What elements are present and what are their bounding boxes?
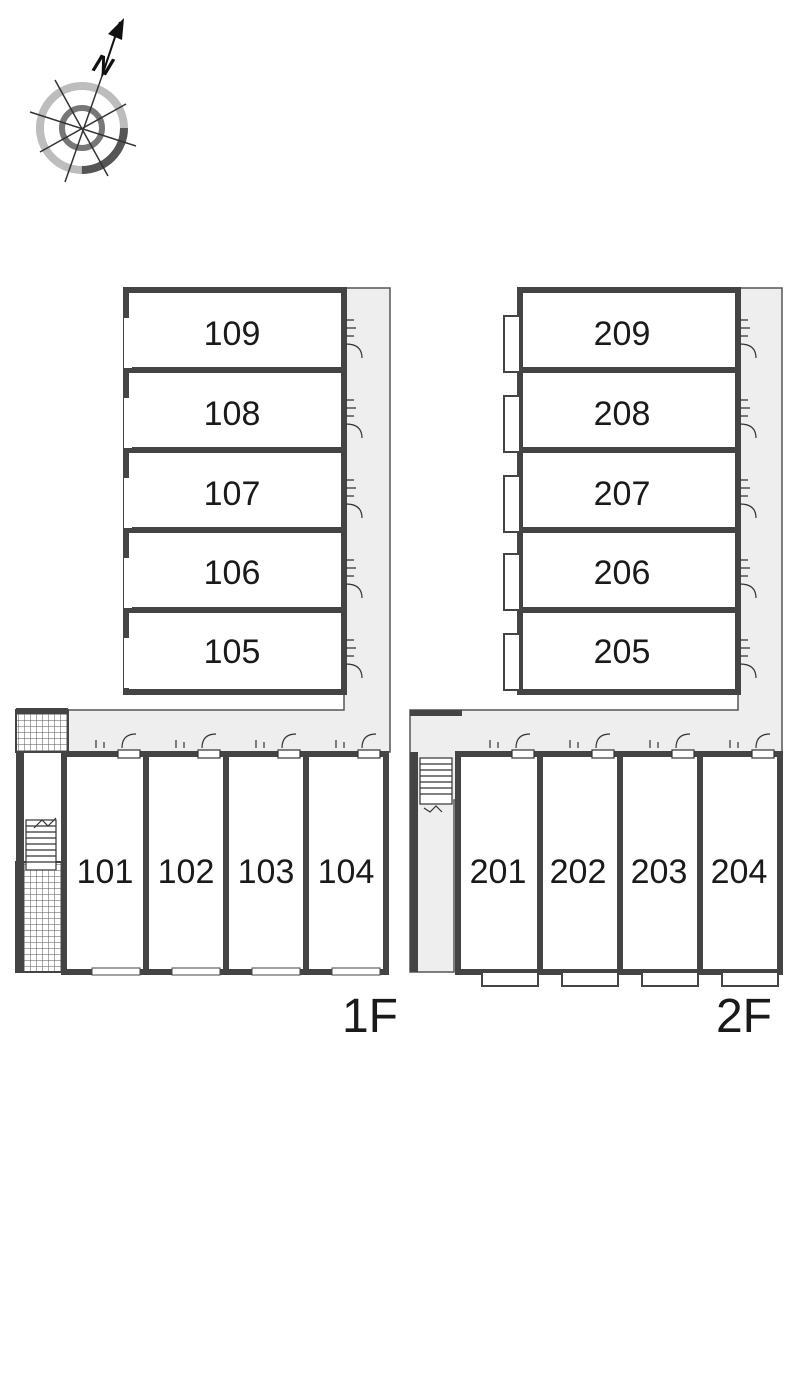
unit-105: 105 bbox=[204, 633, 261, 671]
unit-202: 202 bbox=[550, 853, 607, 891]
unit-104: 104 bbox=[318, 853, 375, 891]
unit-101: 101 bbox=[77, 853, 134, 891]
unit-201: 201 bbox=[470, 853, 527, 891]
compass-icon: N bbox=[29, 18, 137, 183]
floor-2-plan: 209 208 207 206 205 201 202 203 204 2F bbox=[409, 287, 783, 1043]
unit-206: 206 bbox=[594, 554, 651, 592]
unit-108: 108 bbox=[204, 395, 261, 433]
north-label: N bbox=[89, 47, 118, 82]
unit-204: 204 bbox=[711, 853, 768, 891]
unit-103: 103 bbox=[238, 853, 295, 891]
unit-203: 203 bbox=[631, 853, 688, 891]
unit-209: 209 bbox=[594, 315, 651, 353]
unit-107: 107 bbox=[204, 475, 261, 513]
floor-label-1f: 1F bbox=[342, 990, 398, 1043]
unit-106: 106 bbox=[204, 554, 261, 592]
unit-109: 109 bbox=[204, 315, 261, 353]
unit-207: 207 bbox=[594, 475, 651, 513]
unit-208: 208 bbox=[594, 395, 651, 433]
floor-label-2f: 2F bbox=[716, 990, 772, 1043]
floor-1-plan: 109 108 107 106 105 101 102 103 104 1F bbox=[15, 287, 398, 1043]
unit-102: 102 bbox=[158, 853, 215, 891]
unit-205: 205 bbox=[594, 633, 651, 671]
